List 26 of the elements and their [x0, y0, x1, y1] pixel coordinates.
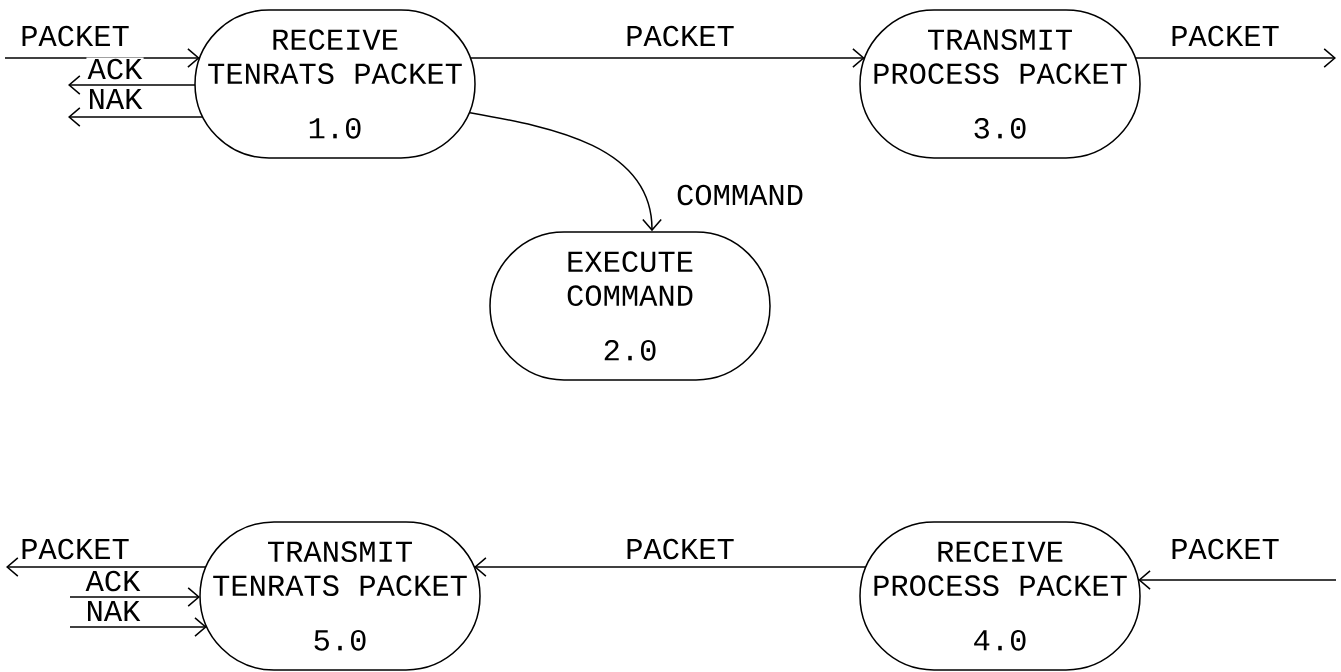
arrow: [469, 48, 865, 68]
arrow: [1138, 570, 1337, 590]
arrow: [69, 617, 207, 637]
edge-label: NAK: [84, 599, 142, 623]
arrow: [68, 107, 204, 127]
process-box: TRANSMIT PROCESS PACKET 3.0: [859, 9, 1141, 159]
edge-label: COMMAND: [674, 183, 806, 207]
process-box: RECEIVE PROCESS PACKET 4.0: [859, 521, 1141, 671]
process-box: RECEIVE TENRATS PACKET 1.0: [194, 9, 476, 159]
arrow: [68, 75, 196, 95]
arrow: [6, 557, 207, 577]
edge-label: PACKET: [624, 24, 736, 48]
edge-label: ACK: [86, 57, 144, 81]
edge-label: PACKET: [1169, 24, 1281, 48]
process-box: EXECUTE COMMAND 2.0: [489, 231, 771, 381]
arrow: [1134, 48, 1336, 68]
arrow: [69, 587, 200, 607]
arrow: [469, 111, 662, 232]
edge-label: NAK: [86, 87, 144, 111]
arrow: [474, 557, 867, 577]
edge-label: PACKET: [19, 537, 131, 561]
edge-label: ACK: [84, 569, 142, 593]
edge-label: PACKET: [19, 24, 131, 48]
edge-label: PACKET: [624, 537, 736, 561]
edge-label: PACKET: [1169, 537, 1281, 561]
process-box: TRANSMIT TENRATS PACKET 5.0: [199, 521, 481, 671]
